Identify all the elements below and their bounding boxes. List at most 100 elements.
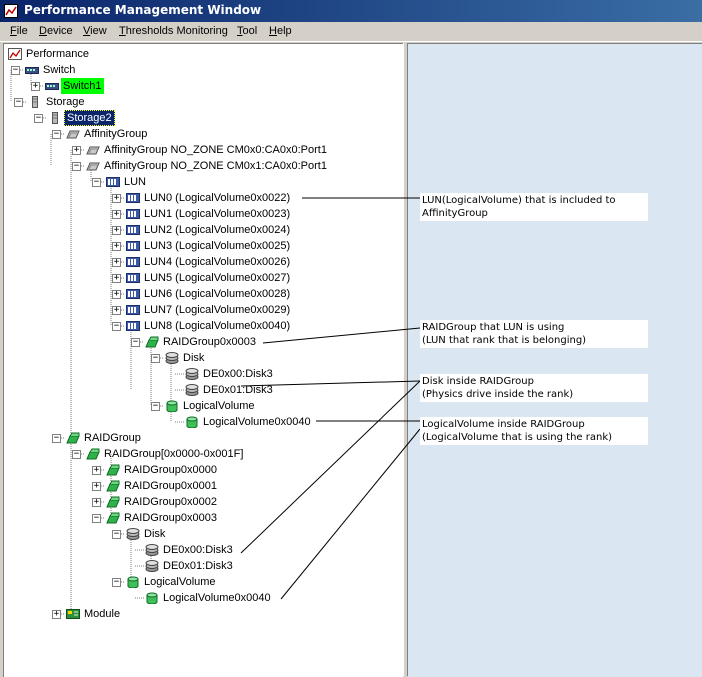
cylinder-icon bbox=[166, 400, 178, 412]
collapse-toggle-icon[interactable]: − bbox=[112, 577, 121, 587]
lun-volume-icon bbox=[126, 289, 140, 299]
expand-toggle-icon[interactable]: + bbox=[92, 465, 101, 475]
lun-volume-icon bbox=[126, 305, 140, 315]
collapse-toggle-icon[interactable]: − bbox=[112, 321, 121, 331]
lun-volume-icon bbox=[126, 257, 140, 267]
lun-volume-icon bbox=[126, 225, 140, 235]
collapse-toggle-icon[interactable]: − bbox=[151, 401, 160, 411]
raid-group-icon bbox=[106, 464, 120, 476]
collapse-toggle-icon[interactable]: − bbox=[151, 353, 160, 363]
raid-group-icon bbox=[106, 512, 120, 524]
callout-lun-line1: LUN(LogicalVolume) that is included to bbox=[422, 195, 616, 206]
pane-splitter[interactable] bbox=[403, 43, 408, 676]
expand-toggle-icon[interactable]: + bbox=[31, 81, 40, 91]
disk-stack-icon bbox=[145, 560, 159, 572]
disk-stack-icon bbox=[145, 544, 159, 556]
lun-volume-icon bbox=[126, 321, 140, 331]
folder-group-icon bbox=[86, 146, 100, 155]
folder-group-icon bbox=[86, 162, 100, 171]
tree-node-label: AffinityGroup NO_ZONE CM0x0:CA0x0:Port1 bbox=[104, 144, 327, 156]
disk-stack-icon bbox=[126, 528, 140, 540]
tree-node-label: RAIDGroup0x0002 bbox=[124, 496, 217, 508]
collapse-toggle-icon[interactable]: − bbox=[112, 529, 121, 539]
expand-toggle-icon[interactable]: + bbox=[112, 257, 121, 267]
raid-group-icon bbox=[106, 496, 120, 508]
menu-file[interactable]: File bbox=[10, 25, 28, 37]
collapse-toggle-icon[interactable]: − bbox=[11, 65, 20, 75]
collapse-toggle-icon[interactable]: − bbox=[52, 433, 61, 443]
tree-node-label: LUN7 (LogicalVolume0x0029) bbox=[144, 304, 291, 316]
tree-connector-lines bbox=[10, 69, 184, 615]
tree-node-label: AffinityGroup NO_ZONE CM0x1:CA0x0:Port1 bbox=[104, 160, 327, 172]
lun-volume-icon bbox=[126, 241, 140, 251]
collapse-toggle-icon[interactable]: − bbox=[131, 337, 140, 347]
menu-thresholds-monitoring[interactable]: Thresholds Monitoring bbox=[119, 25, 228, 37]
collapse-toggle-icon[interactable]: − bbox=[92, 177, 101, 187]
expand-toggle-icon[interactable]: + bbox=[112, 305, 121, 315]
tree-node-label: RAIDGroup bbox=[84, 432, 141, 444]
collapse-toggle-icon[interactable]: − bbox=[14, 97, 23, 107]
folder-group-icon bbox=[66, 130, 80, 139]
tree-node-label: LUN2 (LogicalVolume0x0024) bbox=[144, 224, 291, 236]
module-board-icon bbox=[66, 609, 80, 619]
expand-toggle-icon[interactable]: + bbox=[52, 609, 61, 619]
callout-logicalvolume: LogicalVolume inside RAIDGroup (LogicalV… bbox=[420, 417, 648, 445]
storage-cabinet-icon bbox=[32, 96, 38, 108]
collapse-toggle-icon[interactable]: − bbox=[34, 113, 43, 123]
collapse-toggle-icon[interactable]: − bbox=[72, 449, 81, 459]
expand-toggle-icon[interactable]: + bbox=[112, 241, 121, 251]
menu-bar: File Device View Thresholds Monitoring T… bbox=[0, 22, 702, 42]
storage-cabinet-icon bbox=[52, 112, 58, 124]
callout-disk-line1: Disk inside RAIDGroup bbox=[422, 376, 534, 387]
tree-node-label: Module bbox=[84, 608, 121, 620]
callout-raidgroup: RAIDGroup that LUN is using (LUN that ra… bbox=[420, 320, 648, 348]
collapse-toggle-icon[interactable]: − bbox=[72, 161, 81, 171]
tree-node-label: LUN1 (LogicalVolume0x0023) bbox=[144, 208, 291, 220]
raid-group-icon bbox=[86, 448, 100, 460]
tree-node-label: LogicalVolume0x0040 bbox=[163, 592, 271, 604]
tree-node-label: RAIDGroup[0x0000-0x001F] bbox=[104, 448, 244, 460]
expand-toggle-icon[interactable]: + bbox=[112, 209, 121, 219]
tree-node-label: RAIDGroup0x0003 bbox=[163, 336, 256, 348]
lun-volume-icon bbox=[126, 193, 140, 203]
expand-toggle-icon[interactable]: + bbox=[112, 225, 121, 235]
tree-node-label: Switch bbox=[43, 64, 76, 76]
expand-toggle-icon[interactable]: + bbox=[92, 481, 101, 491]
tree-node-label: LogicalVolume0x0040 bbox=[203, 416, 311, 428]
menu-help[interactable]: Help bbox=[269, 25, 292, 37]
collapse-toggle-icon[interactable]: − bbox=[92, 513, 101, 523]
tree-node-label: AffinityGroup bbox=[84, 128, 148, 140]
expand-toggle-icon[interactable]: + bbox=[112, 289, 121, 299]
tree-node-label: DE0x00:Disk3 bbox=[203, 368, 273, 380]
tree-node-label: LUN4 (LogicalVolume0x0026) bbox=[144, 256, 291, 268]
menu-tool[interactable]: Tool bbox=[237, 25, 258, 37]
tree-node-label: Performance bbox=[26, 48, 89, 60]
disk-stack-icon bbox=[165, 352, 179, 364]
tree-node-label: Disk bbox=[183, 352, 205, 364]
tree-node-label: RAIDGroup0x0000 bbox=[124, 464, 217, 476]
tree-node-label: LUN3 (LogicalVolume0x0025) bbox=[144, 240, 291, 252]
callout-logicalvolume-line1: LogicalVolume inside RAIDGroup bbox=[422, 419, 585, 430]
expand-toggle-icon[interactable]: + bbox=[112, 193, 121, 203]
raid-group-icon bbox=[66, 432, 80, 444]
tree-pane[interactable]: Performance−Switch+Switch1−Storage−Stora… bbox=[3, 43, 403, 677]
collapse-toggle-icon[interactable]: − bbox=[52, 129, 61, 139]
callout-disk: Disk inside RAIDGroup (Physics drive ins… bbox=[420, 374, 648, 402]
callout-raidgroup-line2: (LUN that rank that is belonging) bbox=[422, 335, 587, 346]
chart-window-icon bbox=[8, 48, 22, 60]
expand-toggle-icon[interactable]: + bbox=[72, 145, 81, 155]
detail-pane bbox=[408, 43, 702, 677]
tree-node-label: Switch1 bbox=[61, 78, 104, 94]
callout-disk-line2: (Physics drive inside the rank) bbox=[422, 389, 574, 400]
switch-device-icon bbox=[25, 67, 39, 74]
expand-toggle-icon[interactable]: + bbox=[112, 273, 121, 283]
tree-node-label: Storage2 bbox=[64, 110, 115, 126]
tree-node-label: RAIDGroup0x0003 bbox=[124, 512, 217, 524]
callout-raidgroup-line1: RAIDGroup that LUN is using bbox=[422, 322, 565, 333]
cylinder-icon bbox=[186, 416, 198, 428]
window-title: Performance Management Window bbox=[24, 3, 262, 17]
menu-view[interactable]: View bbox=[83, 25, 107, 37]
expand-toggle-icon[interactable]: + bbox=[92, 497, 101, 507]
menu-device[interactable]: Device bbox=[39, 25, 73, 37]
lun-volume-icon bbox=[126, 209, 140, 219]
